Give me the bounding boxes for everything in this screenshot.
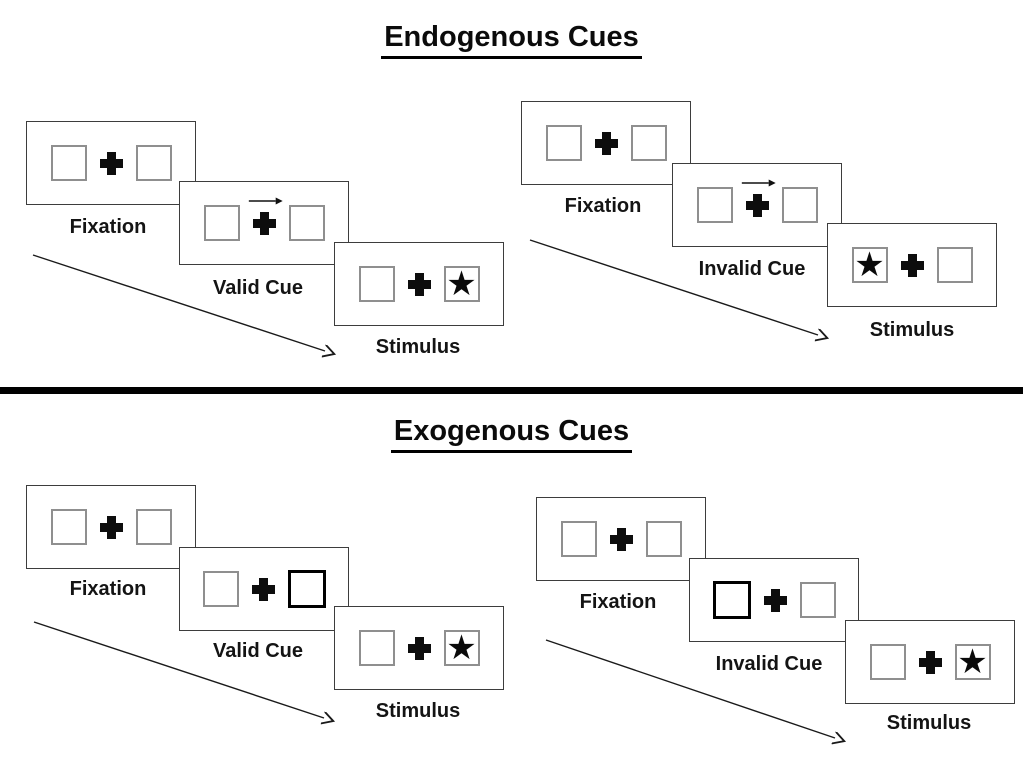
- right-box: [936, 247, 973, 283]
- panel-label: Invalid Cue: [715, 653, 823, 675]
- timeline-arrow: [545, 639, 848, 752]
- left-box: [869, 644, 906, 680]
- panel-label: Fixation: [69, 216, 147, 238]
- panel-label: Invalid Cue: [698, 258, 806, 280]
- screen-panel-fixation: [521, 101, 691, 185]
- right-box: [135, 509, 172, 545]
- panel-label: Valid Cue: [212, 277, 304, 299]
- section-title-exogenous: Exogenous Cues: [10, 415, 1013, 453]
- star-icon: ★: [446, 628, 477, 668]
- right-box: [799, 582, 836, 618]
- center-area: [248, 197, 283, 235]
- timeline-arrow: [33, 621, 338, 730]
- left-box: [358, 630, 395, 666]
- screen-panel-fixation: [26, 485, 196, 569]
- panel-label: Fixation: [69, 578, 147, 600]
- panel-label: Fixation: [579, 591, 657, 613]
- right-box: ★: [443, 628, 480, 668]
- center-area: [407, 272, 431, 296]
- center-area: [99, 151, 123, 175]
- fixation-cross-icon: [900, 253, 924, 277]
- center-area: [741, 179, 776, 217]
- screen-panel-cue: [672, 163, 842, 247]
- fixation-cross-icon: [251, 577, 275, 601]
- fixation-cross-icon: [99, 515, 123, 539]
- left-box: [50, 145, 87, 181]
- center-area: [900, 253, 924, 277]
- left-box: ★: [851, 245, 888, 285]
- left-box-highlighted: [712, 581, 751, 619]
- screen-panel-cue: [179, 181, 349, 265]
- right-box: [630, 125, 667, 161]
- left-box: [358, 266, 395, 302]
- panel-label: Fixation: [564, 195, 642, 217]
- panel-label: Valid Cue: [212, 640, 304, 662]
- screen-panel-cue: [689, 558, 859, 642]
- fixation-cross-icon: [99, 151, 123, 175]
- left-box: [560, 521, 597, 557]
- panel-label: Stimulus: [869, 319, 955, 341]
- fixation-cross-icon: [918, 650, 942, 674]
- right-box: [781, 187, 818, 223]
- right-arrow-icon: [741, 179, 776, 186]
- right-box: ★: [443, 264, 480, 304]
- screen-panel-stimulus: ★: [827, 223, 997, 307]
- panel-label: Stimulus: [886, 712, 972, 734]
- left-box: [50, 509, 87, 545]
- section-title-text: Exogenous Cues: [390, 415, 633, 453]
- screen-panel-stimulus: ★: [845, 620, 1015, 704]
- center-area: [594, 131, 618, 155]
- section-title-endogenous: Endogenous Cues: [10, 21, 1013, 59]
- screen-panel-stimulus: ★: [334, 606, 504, 690]
- star-icon: ★: [446, 264, 477, 304]
- panel-label: Stimulus: [375, 336, 461, 358]
- screen-panel-cue: [179, 547, 349, 631]
- center-area: [763, 588, 787, 612]
- fixation-cross-icon: [594, 131, 618, 155]
- right-box-highlighted: [287, 570, 326, 608]
- panel-label: Stimulus: [375, 700, 461, 722]
- fixation-cross-icon: [252, 211, 276, 235]
- section-title-text: Endogenous Cues: [381, 21, 642, 59]
- fixation-cross-icon: [407, 636, 431, 660]
- screen-panel-fixation: [26, 121, 196, 205]
- right-arrow-icon: [248, 197, 283, 204]
- center-area: [407, 636, 431, 660]
- right-box: [288, 205, 325, 241]
- fixation-cross-icon: [745, 193, 769, 217]
- right-box: [645, 521, 682, 557]
- left-box: [203, 205, 240, 241]
- screen-panel-stimulus: ★: [334, 242, 504, 326]
- section-divider: [0, 387, 1023, 394]
- center-area: [99, 515, 123, 539]
- center-area: [251, 577, 275, 601]
- center-area: [609, 527, 633, 551]
- timeline-arrow: [529, 239, 832, 348]
- left-box: [545, 125, 582, 161]
- timeline-arrow: [32, 254, 340, 364]
- fixation-cross-icon: [763, 588, 787, 612]
- right-box: [135, 145, 172, 181]
- star-icon: ★: [854, 245, 885, 285]
- fixation-cross-icon: [407, 272, 431, 296]
- center-area: [918, 650, 942, 674]
- star-icon: ★: [957, 642, 988, 682]
- left-box: [696, 187, 733, 223]
- fixation-cross-icon: [609, 527, 633, 551]
- right-box: ★: [954, 642, 991, 682]
- left-box: [202, 571, 239, 607]
- screen-panel-fixation: [536, 497, 706, 581]
